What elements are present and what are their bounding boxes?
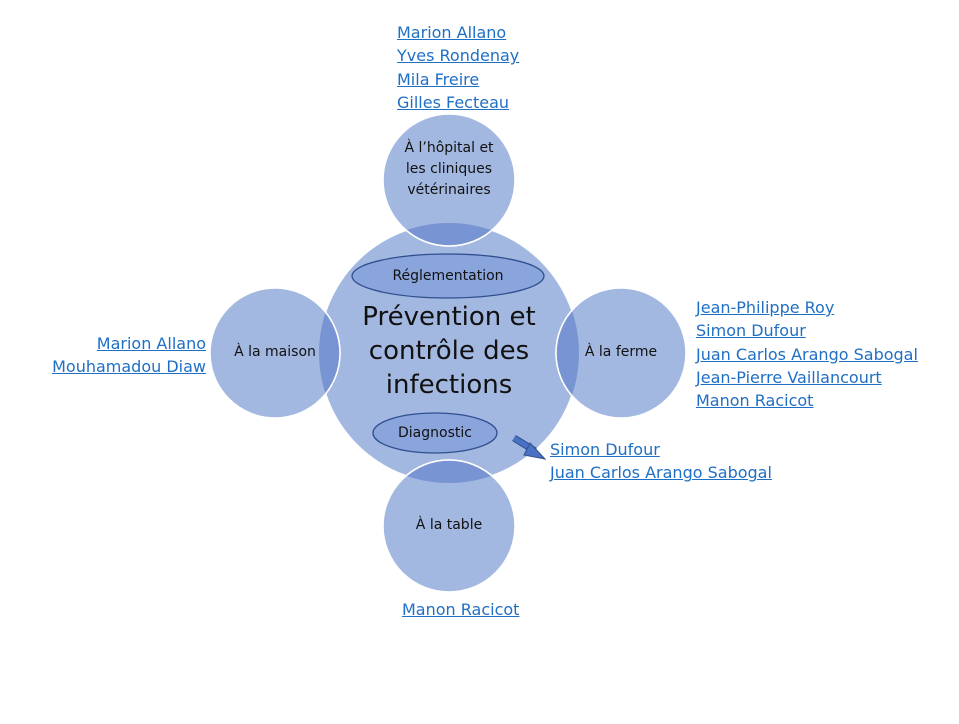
- person-link[interactable]: Marion Allano: [96, 334, 206, 353]
- person-link[interactable]: Mila Freire: [397, 69, 480, 89]
- person-link[interactable]: Mouhamadou Diaw: [52, 357, 206, 377]
- people-left: Marion Allano Mouhamadou Diaw: [52, 332, 206, 379]
- reglementation-ellipse[interactable]: [351, 253, 545, 299]
- node-label-right: À la ferme: [584, 344, 658, 360]
- people-right: Jean-Philippe Roy Simon Dufour Juan Carl…: [696, 296, 918, 412]
- person-link[interactable]: Manon Racicot: [402, 600, 520, 619]
- people-top: Marion Allano Yves Rondenay Mila Freire …: [397, 21, 519, 114]
- person-link[interactable]: Juan Carlos Arango Sabogal: [696, 344, 918, 364]
- people-bottom: Manon Racicot: [402, 598, 519, 621]
- reglementation-label: Réglementation: [392, 268, 504, 284]
- center-title: Prévention et contrôle des infections: [362, 302, 536, 400]
- person-link[interactable]: Simon Dufour: [550, 440, 660, 459]
- arrow-icon: [512, 435, 547, 460]
- node-label-bottom: À la table: [415, 517, 483, 533]
- person-link[interactable]: Yves Rondenay: [397, 46, 520, 66]
- node-label-top: À l’hôpital et les cliniques vétérinaire…: [404, 140, 494, 198]
- person-link[interactable]: Jean-Pierre Vaillancourt: [696, 367, 882, 387]
- person-link[interactable]: Jean-Philippe Roy: [696, 298, 835, 317]
- person-link[interactable]: Gilles Fecteau: [397, 92, 510, 112]
- person-link[interactable]: Marion Allano: [397, 23, 507, 42]
- diagnostic-label: Diagnostic: [398, 425, 472, 441]
- person-link[interactable]: Manon Racicot: [696, 391, 814, 411]
- person-link[interactable]: Simon Dufour: [696, 321, 806, 341]
- diagnostic-ellipse[interactable]: [372, 412, 498, 454]
- people-diagnostic: Simon Dufour Juan Carlos Arango Sabogal: [550, 438, 772, 485]
- overlap-regions: [319, 223, 579, 483]
- node-label-left: À la maison: [234, 344, 316, 360]
- person-link[interactable]: Juan Carlos Arango Sabogal: [550, 463, 772, 483]
